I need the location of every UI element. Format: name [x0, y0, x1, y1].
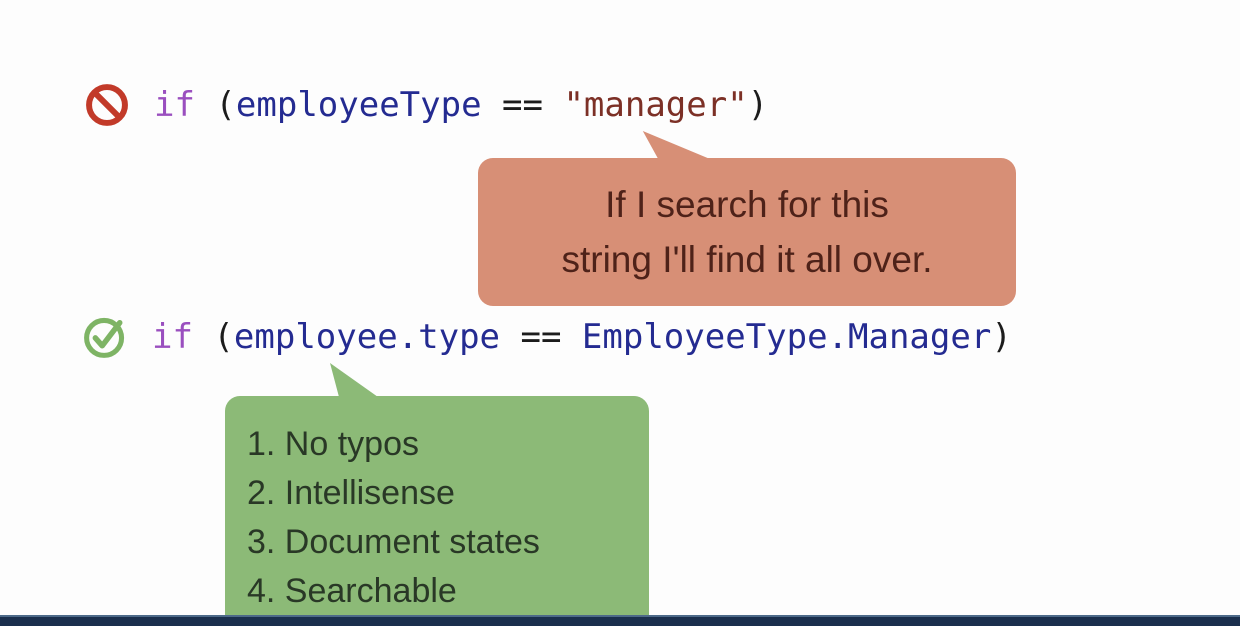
code-token-operator: ==: [481, 85, 564, 125]
good-example-line: if (employee.type == EmployeeType.Manage…: [82, 314, 1012, 360]
code-token-paren-close: ): [991, 317, 1012, 357]
benefit-item: 1. No typos: [247, 425, 419, 463]
benefits-callout: 1. No typos 2. Intellisense 3. Document …: [225, 363, 649, 626]
search-callout-line: If I search for this: [605, 184, 889, 225]
bad-example-code: if (employeeType == "manager"): [154, 85, 768, 125]
search-callout-line: string I'll find it all over.: [561, 239, 933, 280]
benefit-item: 3. Document states: [247, 523, 540, 561]
check-circle-icon: [82, 314, 128, 360]
good-example-code: if (employee.type == EmployeeType.Manage…: [152, 317, 1012, 357]
code-token-keyword: if: [152, 317, 193, 357]
code-token-enum-reference: EmployeeType.Manager: [581, 317, 992, 357]
code-token-paren-close: ): [747, 85, 769, 125]
search-callout: If I search for this string I'll find it…: [478, 131, 1016, 306]
benefits-list: 1. No typos 2. Intellisense 3. Document …: [225, 396, 649, 616]
no-entry-icon: [84, 82, 130, 128]
code-token-identifier: employee.type: [233, 317, 501, 357]
benefit-item: 2. Intellisense: [247, 474, 455, 512]
code-token-paren: (: [192, 317, 234, 357]
benefit-item: 4. Searchable: [247, 572, 457, 610]
search-callout-tail: [642, 131, 710, 159]
code-token-paren: (: [194, 85, 236, 125]
code-token-string: "manager": [563, 85, 748, 125]
benefits-callout-tail: [330, 363, 378, 397]
code-token-keyword: if: [154, 85, 195, 125]
bad-example-line: if (employeeType == "manager"): [84, 82, 768, 128]
code-token-operator: ==: [500, 317, 582, 357]
bottom-bar: [0, 615, 1240, 626]
code-token-identifier: employeeType: [235, 85, 482, 125]
